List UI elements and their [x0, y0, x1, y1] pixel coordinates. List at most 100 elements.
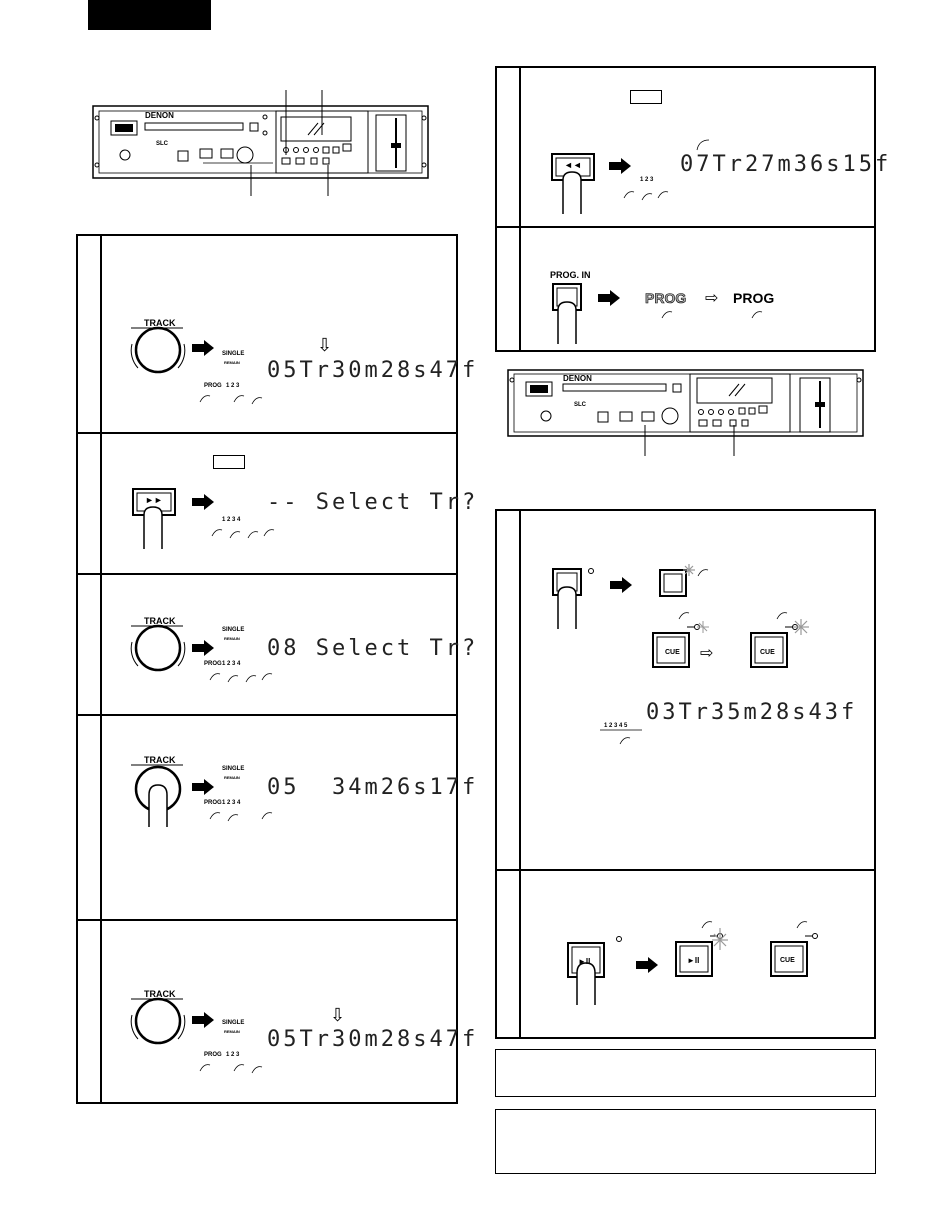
deck-front-panel	[92, 105, 429, 179]
prog-digits: 1 2 3 4	[222, 661, 241, 667]
prog-indicator-on: PROG	[733, 290, 775, 306]
indicator-callouts	[623, 191, 669, 201]
lcd-display: 05 34m26s17f	[267, 775, 479, 800]
track-label: TRACK	[144, 755, 176, 765]
track-label: TRACK	[144, 616, 176, 626]
cue-button-off	[770, 921, 818, 977]
ff-button	[132, 488, 176, 549]
lcd-display: 05Tr30m28s47f	[267, 1027, 479, 1052]
cue-setting-button	[552, 568, 594, 629]
prog-digits: 1 2 3	[640, 177, 654, 183]
single-label: SINGLE	[222, 766, 245, 772]
indicator-callouts	[661, 311, 763, 319]
left-row-divider-4	[76, 919, 458, 921]
prog-indicator: PROG	[204, 800, 222, 806]
key-indicator	[630, 90, 662, 104]
indicator-callouts	[211, 529, 275, 539]
track-knob-pressed	[131, 764, 183, 827]
remain-label: REMAIN	[224, 775, 240, 780]
brand-logo: DENON	[145, 111, 174, 120]
single-label: SINGLE	[222, 1020, 245, 1026]
indicator-callouts	[209, 812, 273, 822]
lcd-display: 05Tr30m28s47f	[267, 358, 479, 383]
arrow-icon	[598, 290, 620, 306]
track-label: TRACK	[144, 989, 176, 999]
rew-button	[551, 153, 595, 214]
play-pause-icon: ►II	[578, 957, 591, 966]
down-arrow-icon: ⇩	[330, 1005, 346, 1025]
right-lower-row-divider	[495, 869, 876, 871]
play-pause-button-lit	[675, 921, 728, 977]
lcd-display: 03Tr35m28s43f	[646, 700, 858, 725]
lcd-display: 07Tr27m36s15f	[680, 152, 892, 177]
prog-digits: 1 2 3	[226, 1052, 240, 1058]
right-top-procedure-box	[495, 66, 876, 352]
arrow-icon	[192, 1012, 214, 1028]
front-panel-illustration: DENON SLC	[92, 103, 429, 181]
arrow-icon	[192, 340, 214, 356]
cue-label: CUE	[780, 957, 795, 964]
model-logo: SLC	[574, 402, 586, 408]
right-lower-step-divider	[519, 509, 521, 1039]
arrow-icon	[610, 577, 632, 593]
rew-icon: ◄◄	[564, 160, 582, 170]
front-panel-illustration: DENON SLC	[507, 368, 864, 440]
arrow-icon	[192, 779, 214, 795]
left-row-divider-3	[76, 714, 458, 716]
cue-label: CUE	[665, 649, 680, 656]
brand-logo: DENON	[563, 374, 592, 383]
indicator-callouts	[199, 395, 263, 405]
arrow-icon	[192, 494, 214, 510]
left-procedure-box	[76, 234, 458, 1104]
indicator-digits: 1 2 3 4 5	[604, 723, 628, 729]
section-tab	[88, 0, 211, 30]
prog-indicator-off: PROG	[645, 290, 687, 307]
deck-front-panel	[507, 369, 864, 437]
ff-icon: ►►	[145, 495, 163, 505]
indicator-callouts	[199, 1064, 263, 1074]
left-row-divider-2	[76, 573, 458, 575]
prog-in-label: PROG. IN	[550, 270, 591, 280]
prog-in-button	[552, 283, 582, 344]
arrow-icon	[192, 640, 214, 656]
remain-label: REMAIN	[224, 360, 240, 365]
prog-digits: 1 2 3 4	[222, 517, 241, 523]
model-logo: SLC	[156, 141, 168, 147]
right-top-step-divider	[519, 66, 521, 352]
hollow-arrow-icon: ⇨	[700, 645, 714, 662]
callout-lines-2	[644, 425, 735, 456]
right-lower-procedure-box	[495, 509, 876, 1039]
down-arrow-icon: ⇩	[317, 335, 333, 355]
right-top-row-divider	[495, 226, 876, 228]
prog-indicator: PROG	[204, 383, 222, 389]
callout-lines-1	[250, 90, 329, 196]
note-box-1	[495, 1049, 876, 1097]
track-knob	[130, 997, 186, 1045]
cue-button-2	[750, 612, 809, 668]
prog-digits: 1 2 3 4	[222, 800, 241, 806]
single-label: SINGLE	[222, 351, 245, 357]
remain-label: REMAIN	[224, 636, 240, 641]
prog-indicator: PROG	[204, 661, 222, 667]
left-row-divider-1	[76, 432, 458, 434]
single-label: SINGLE	[222, 627, 245, 633]
indicator-callouts	[209, 673, 273, 683]
left-step-divider	[100, 234, 102, 1104]
prog-indicator: PROG	[204, 1052, 222, 1058]
track-knob	[130, 624, 186, 672]
indicator-callouts	[600, 729, 642, 745]
cue-label: CUE	[760, 649, 775, 656]
lcd-callout	[696, 139, 710, 151]
arrow-icon	[636, 957, 658, 973]
track-knob	[130, 326, 186, 374]
prog-digits: 1 2 3	[226, 383, 240, 389]
play-pause-icon: ►II	[687, 956, 700, 965]
lcd-display: -- Select Tr?	[267, 490, 479, 515]
track-label: TRACK	[144, 318, 176, 328]
arrow-icon	[609, 158, 631, 174]
cue-setting-button-lit	[659, 564, 709, 597]
lcd-display: 08 Select Tr?	[267, 636, 479, 661]
remain-label: REMAIN	[224, 1029, 240, 1034]
note-box-2	[495, 1109, 876, 1174]
hollow-arrow-icon: ⇨	[705, 290, 719, 307]
